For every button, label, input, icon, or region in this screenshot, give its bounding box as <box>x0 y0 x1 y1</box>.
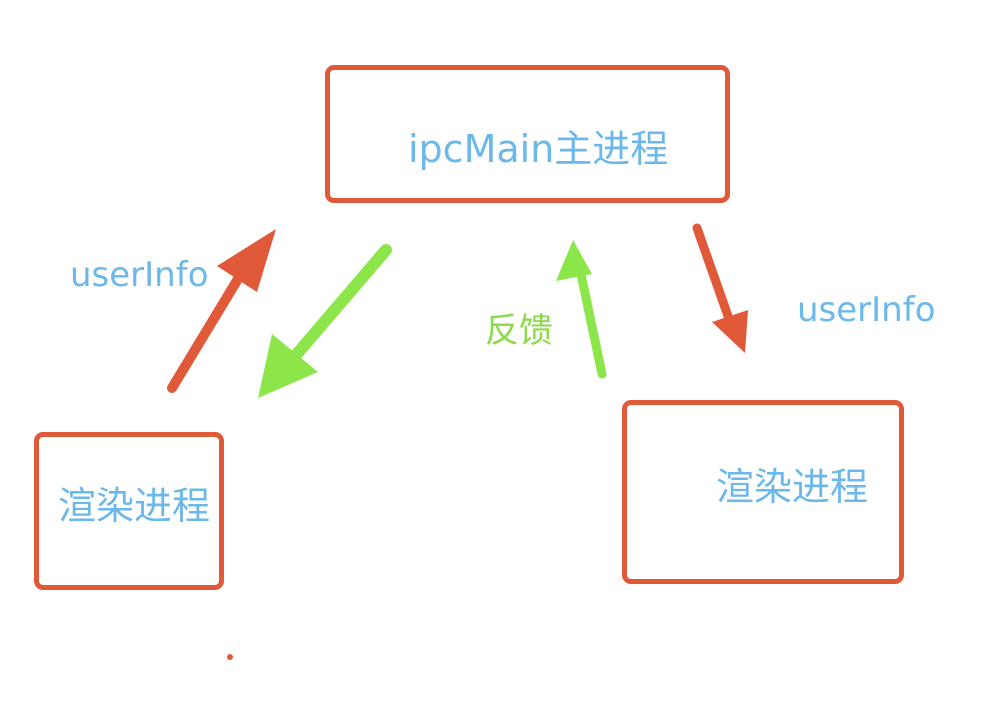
main-process-label: ipcMain主进程 <box>408 127 669 171</box>
arrow-left-up <box>167 229 276 393</box>
userinfo-right-label: userInfo <box>797 290 936 330</box>
arrow-left-down <box>258 244 392 398</box>
feedback-label: 反馈 <box>485 311 553 351</box>
userinfo-left-label: userInfo <box>70 255 209 295</box>
left-renderer-label: 渲染进程 <box>58 484 211 528</box>
right-renderer-label: 渲染进程 <box>716 465 869 509</box>
right-renderer-box <box>622 400 904 584</box>
main-process-box <box>325 65 730 203</box>
arrow-right-down <box>692 223 748 353</box>
stray-dot <box>227 654 233 660</box>
arrow-right-up <box>556 240 607 379</box>
left-renderer-box <box>34 432 224 590</box>
